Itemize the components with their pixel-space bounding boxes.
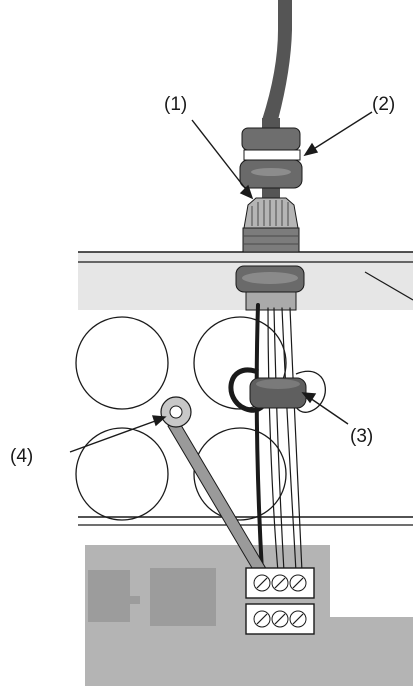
leader-line-1 [191, 119, 249, 193]
leader-line-3 [309, 397, 349, 425]
callout-3: (3) [350, 426, 373, 447]
wire [273, 307, 285, 573]
ferrite-core [249, 377, 307, 409]
gland-body [242, 197, 300, 253]
knockout-hole [75, 316, 169, 410]
wire [267, 307, 279, 573]
callout-4: (4) [10, 446, 33, 467]
knockout-holes [75, 316, 287, 521]
leader-arrows [69, 111, 373, 453]
terminal-block-upper [245, 567, 315, 599]
knockout-hole [193, 427, 287, 521]
lower-rail [78, 516, 413, 526]
knockout-hole [75, 427, 169, 521]
leader-line-2 [311, 111, 373, 151]
arrowhead-3 [301, 392, 317, 404]
callout-1: (1) [164, 94, 187, 115]
wire [254, 303, 264, 574]
board-component [150, 568, 216, 626]
wire [281, 307, 297, 573]
knockout-hole [193, 316, 287, 410]
terminal-block-lower [245, 603, 315, 635]
board-component [88, 570, 130, 622]
sealing-nut [239, 127, 303, 189]
callout-2: (2) [372, 94, 395, 115]
lock-nut [235, 265, 305, 311]
arrowhead-1 [239, 184, 254, 200]
leader-line-4 [69, 419, 159, 453]
wire [289, 307, 303, 573]
board-component [130, 596, 140, 604]
cable-wires [254, 303, 303, 574]
arrowhead-2 [303, 142, 319, 157]
arrowhead-4 [152, 415, 167, 427]
